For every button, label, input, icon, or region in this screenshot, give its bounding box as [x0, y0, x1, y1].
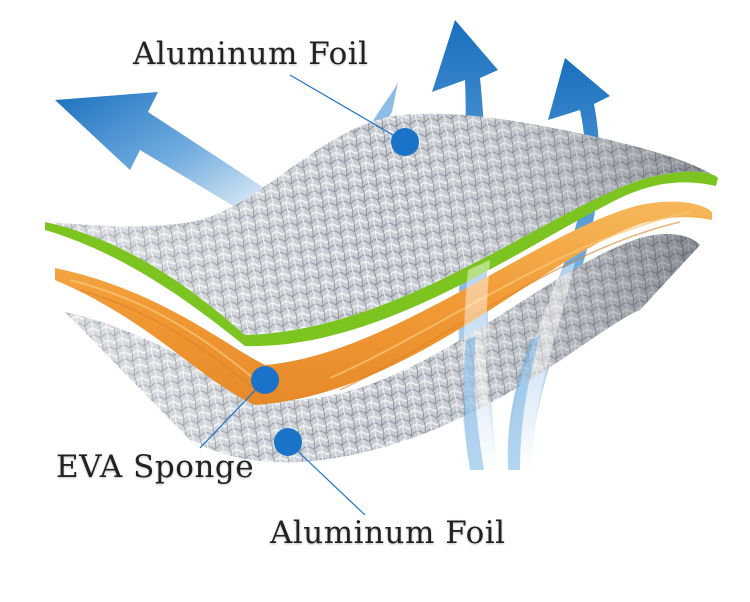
arrow-stems-front	[463, 260, 575, 470]
label-eva-sponge: EVA Sponge	[56, 449, 255, 485]
leader-lines	[199, 74, 406, 516]
markers	[251, 128, 419, 456]
bottom-foil-layer	[65, 234, 700, 463]
eva-sponge-layer	[55, 201, 712, 405]
green-edge-strip	[45, 171, 718, 347]
heat-reflection-arrow-left-icon	[55, 92, 275, 225]
top-foil-layer	[45, 113, 718, 335]
marker-bottom-foil	[274, 428, 302, 456]
leader-line-top	[289, 74, 406, 143]
label-bottom-aluminum-foil: Aluminum Foil	[270, 515, 506, 551]
marker-eva-sponge	[251, 366, 279, 394]
leader-line-bottom	[287, 441, 366, 516]
marker-top-foil	[391, 128, 419, 156]
label-top-aluminum-foil: Aluminum Foil	[133, 36, 369, 72]
leader-line-eva	[199, 379, 266, 449]
